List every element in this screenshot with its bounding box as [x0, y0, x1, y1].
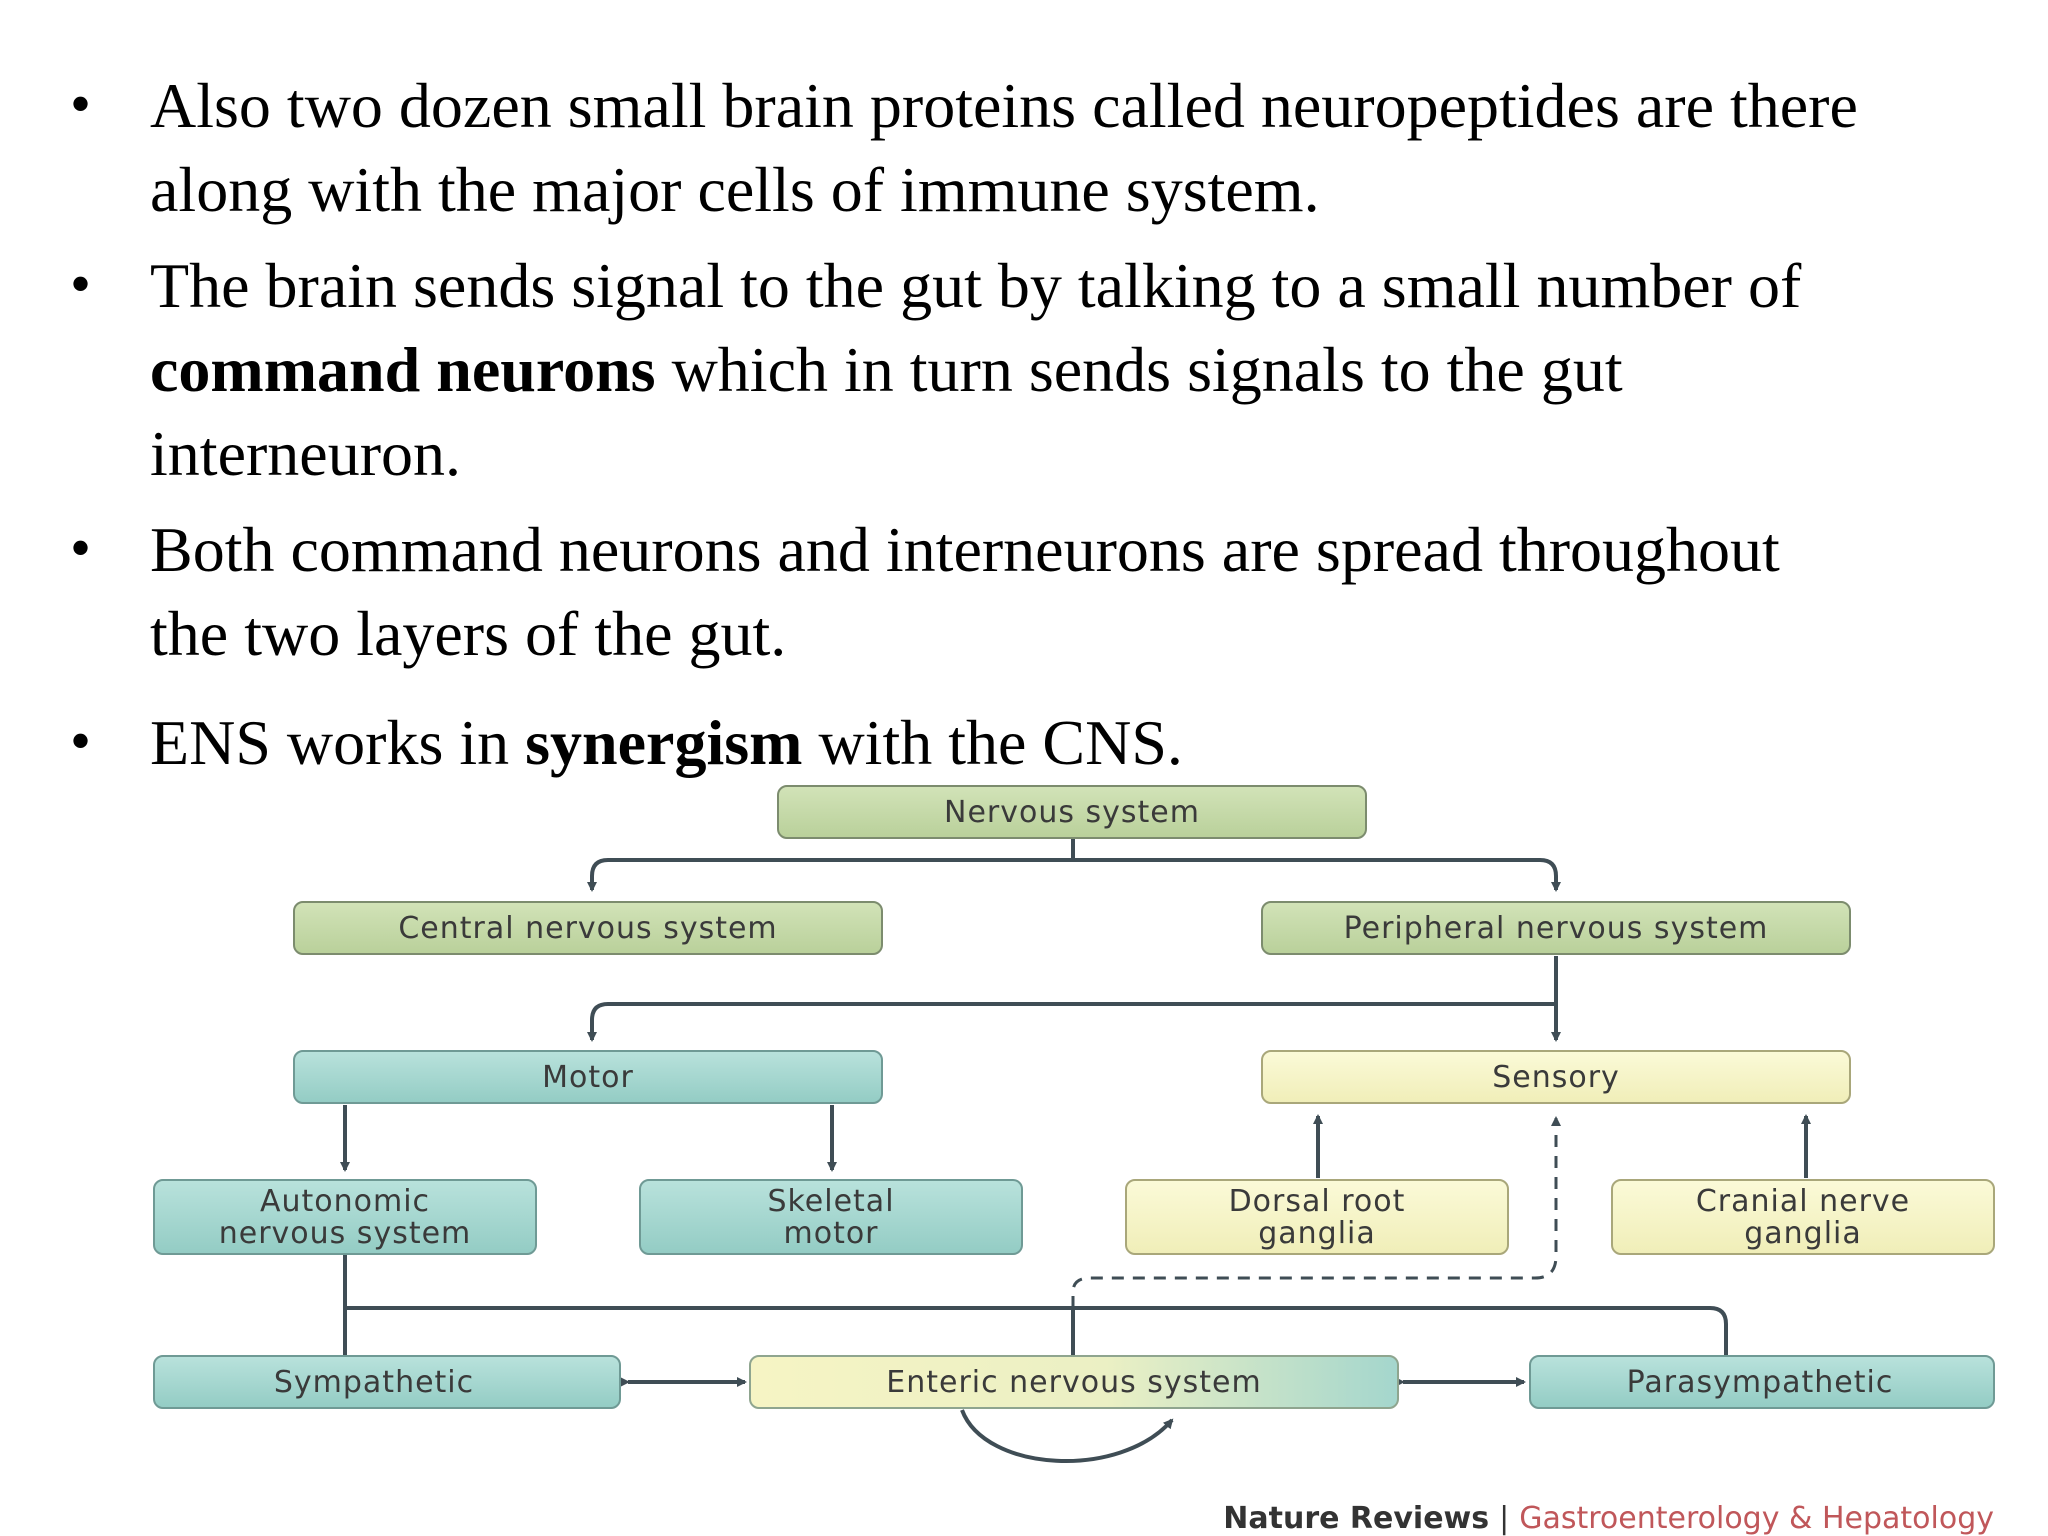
node-enteric-nervous-system: Enteric nervous system: [749, 1355, 1399, 1409]
node-motor: Motor: [293, 1050, 883, 1104]
node-label: Dorsal root: [1229, 1184, 1406, 1219]
node-label: Autonomic: [260, 1184, 430, 1219]
node-cranial-nerve-ganglia: Cranial nerve ganglia: [1611, 1179, 1995, 1255]
credit-text: Nature Reviews | Gastroenterology & Hepato…: [1223, 1501, 1994, 1536]
node-label: Nervous system: [944, 795, 1200, 830]
bullet-2-line-2-rest: which in turn sends signals to the gut: [655, 334, 1623, 405]
node-nervous-system: Nervous system: [777, 785, 1367, 839]
node-skeletal-motor: Skeletal motor: [639, 1179, 1023, 1255]
bullet-2-line-2: command neurons which in turn sends sign…: [150, 328, 1623, 412]
node-parasympathetic: Parasympathetic: [1529, 1355, 1995, 1409]
figure-credit: Nature Reviews | Gastroenterology & Hepato…: [1223, 1501, 1994, 1536]
bold-term: command neurons: [150, 334, 656, 405]
node-label: Central nervous system: [398, 911, 777, 946]
node-label: motor: [783, 1216, 878, 1251]
node-peripheral-nervous-system: Peripheral nervous system: [1261, 901, 1851, 955]
credit-journal: Gastroenterology & Hepatology: [1519, 1501, 1994, 1536]
enteric-self-loop: [960, 1409, 1174, 1463]
bullet-marker: •: [70, 71, 92, 137]
connector-autonomic-bus: [345, 1306, 1728, 1355]
bullet-2-line-1: The brain sends signal to the gut by tal…: [150, 250, 1802, 321]
node-label: Sympathetic: [274, 1365, 474, 1400]
bullet-4-post: with the CNS.: [802, 707, 1183, 778]
node-central-nervous-system: Central nervous system: [293, 901, 883, 955]
bullet-marker: •: [70, 251, 92, 317]
node-label: nervous system: [219, 1216, 472, 1251]
node-dorsal-root-ganglia: Dorsal root ganglia: [1125, 1179, 1509, 1255]
connector-ns-cns: [587, 838, 1075, 892]
node-label: Peripheral nervous system: [1344, 911, 1769, 946]
connector-pns-motor: [587, 1002, 1556, 1042]
node-label: Parasympathetic: [1627, 1365, 1894, 1400]
credit-separator: |: [1499, 1501, 1509, 1536]
credit-publisher: Nature Reviews: [1223, 1501, 1489, 1536]
bullet-3-line-1: Both command neurons and interneurons ar…: [150, 514, 1780, 585]
node-label: Enteric nervous system: [886, 1365, 1261, 1400]
bullet-1-line-2: along with the major cells of immune sys…: [150, 154, 1320, 225]
node-sensory: Sensory: [1261, 1050, 1851, 1104]
node-label: Skeletal: [767, 1184, 894, 1219]
connector-ns-pns: [1073, 858, 1561, 892]
bullet-1-line-1: Also two dozen small brain proteins call…: [150, 70, 1858, 141]
bullet-4-line-1: ENS works in synergism with the CNS.: [150, 701, 1183, 785]
bullet-3-line-2: the two layers of the gut.: [150, 598, 787, 669]
node-label: Sensory: [1492, 1060, 1620, 1095]
node-label: ganglia: [1744, 1216, 1862, 1251]
node-autonomic-nervous-system: Autonomic nervous system: [153, 1179, 537, 1255]
bullet-2-line-3: interneuron.: [150, 418, 461, 489]
bullet-marker: •: [70, 708, 92, 774]
connectors: [340, 838, 1811, 1463]
node-label: Motor: [542, 1060, 634, 1095]
bold-term: synergism: [525, 707, 803, 778]
bullet-marker: •: [70, 515, 92, 581]
dashed-connector-enteric-sensory: [1071, 1116, 1561, 1308]
bullet-4-pre: ENS works in: [150, 707, 526, 778]
node-label: Cranial nerve: [1696, 1184, 1910, 1219]
node-label: ganglia: [1258, 1216, 1376, 1251]
node-sympathetic: Sympathetic: [153, 1355, 621, 1409]
